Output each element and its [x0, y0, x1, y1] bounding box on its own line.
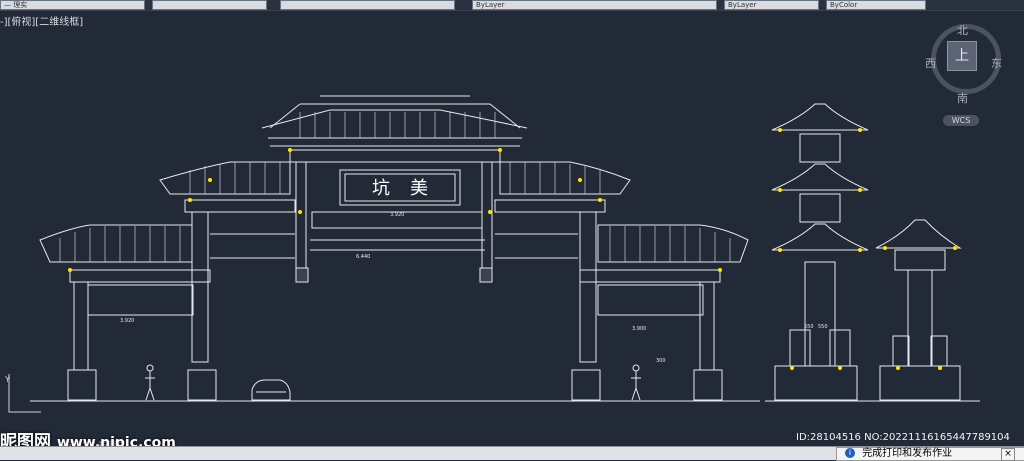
- side-pillar-right: [699, 281, 715, 371]
- plaque-char-2: 美: [410, 178, 428, 199]
- color-combo[interactable]: [152, 0, 267, 10]
- plaque-char-1: 坑: [372, 178, 390, 199]
- right-mid-roof: [499, 161, 631, 195]
- viewcube[interactable]: 上 北 南 东 西 WCS: [925, 20, 1005, 130]
- left-mid-roof: [159, 161, 291, 195]
- wcs-menu[interactable]: WCS: [943, 115, 979, 126]
- info-icon: i: [845, 448, 855, 458]
- notification-text[interactable]: 完成打印和发布作业: [862, 448, 953, 459]
- left-side-roof: [39, 224, 193, 263]
- viewport-controls-label[interactable]: -][俯视][二维线框]: [0, 17, 84, 28]
- compass-west[interactable]: 西: [925, 57, 936, 70]
- status-bar: [0, 446, 1024, 460]
- central-pillar-right: [481, 161, 493, 281]
- drawing-canvas[interactable]: 坑 美 6.440 3.920 3.900 3.920 550 550 300: [0, 11, 1024, 436]
- right-panel: [597, 284, 704, 316]
- archway-drawing: 坑 美 6.440 3.920 3.900 3.920 550 550 300: [30, 95, 980, 402]
- central-roof: [261, 109, 528, 129]
- close-icon[interactable]: ×: [1001, 448, 1015, 461]
- tower-roof-low: [771, 223, 869, 251]
- accent-markers: [68, 128, 957, 370]
- mid-pillar-right: [579, 211, 597, 363]
- image-id-text: ID:28104516 NO:20221116165447789104: [796, 432, 1010, 443]
- top-toolbar: — 理实 ByLayer ByLayer ByColor: [0, 0, 1024, 11]
- linetype-combo[interactable]: ByLayer: [472, 0, 717, 10]
- viewcube-top-face[interactable]: 上: [947, 41, 977, 71]
- lineweight-combo[interactable]: ByLayer: [724, 0, 819, 10]
- compass-east[interactable]: 东: [991, 57, 1002, 70]
- tower-roof-top: [771, 103, 869, 131]
- plotstyle-combo[interactable]: ByColor: [826, 0, 926, 10]
- person-figure-left: [145, 364, 155, 401]
- column-roof: [875, 219, 962, 249]
- dim-label: 6.440: [356, 254, 370, 260]
- dim-label: 3.920: [120, 318, 134, 324]
- side-pillar-left: [73, 281, 89, 371]
- column-base: [879, 365, 961, 401]
- ucs-icon: Y: [4, 374, 41, 413]
- name-plaque: [339, 169, 461, 206]
- tower-roof-mid: [771, 163, 869, 191]
- dim-label: 550: [818, 324, 828, 330]
- mid-pillar-left: [191, 211, 209, 363]
- tower-base: [774, 365, 858, 401]
- compass-ring[interactable]: [931, 24, 1001, 94]
- dim-label: 3.900: [632, 326, 646, 332]
- layer-dropdown[interactable]: [280, 0, 455, 10]
- car-figure: [251, 379, 291, 401]
- svg-text:Y: Y: [4, 375, 10, 384]
- dim-label: 300: [656, 358, 666, 364]
- layer-combo[interactable]: — 理实: [0, 0, 145, 10]
- left-panel: [87, 284, 194, 316]
- central-pillar-left: [295, 161, 307, 281]
- compass-north[interactable]: 北: [957, 24, 968, 37]
- compass-south[interactable]: 南: [957, 92, 968, 105]
- dim-label: 3.920: [390, 212, 404, 218]
- person-figure-right: [631, 364, 641, 401]
- right-side-roof: [597, 224, 749, 263]
- dim-label: 550: [804, 324, 814, 330]
